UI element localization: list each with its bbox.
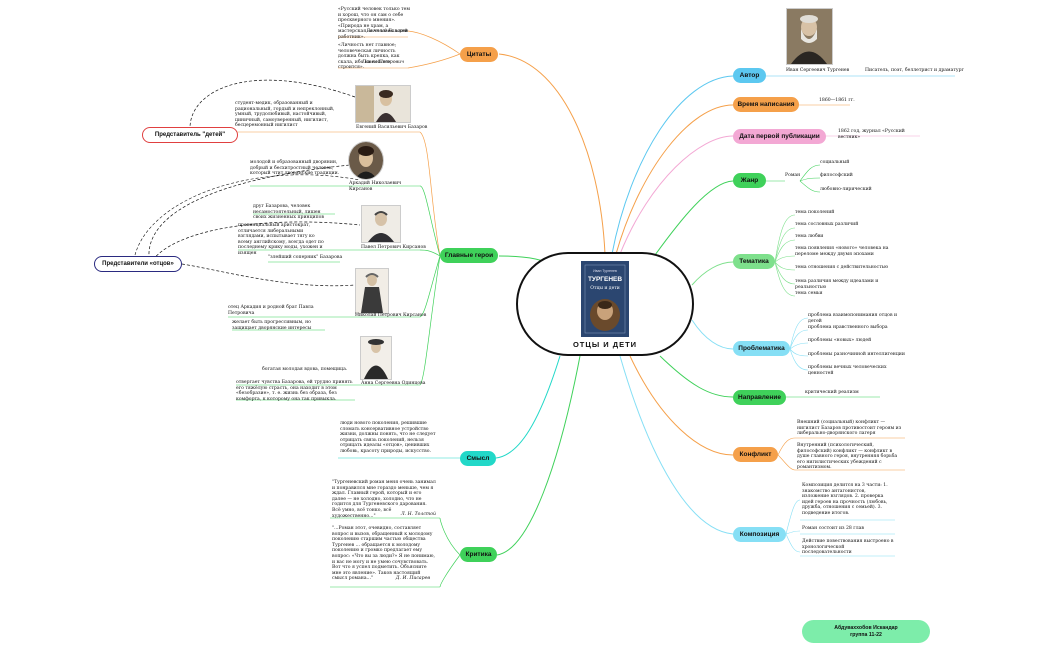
- branch-author[interactable]: Автор: [733, 68, 766, 83]
- conflict-item: Внешний (социальный) конфликт — нигилист…: [797, 420, 902, 437]
- branch-first-publication[interactable]: Дата первой публикации: [733, 129, 826, 144]
- critic-quote: "...Роман этот, очевидно, составляет воп…: [332, 526, 435, 582]
- author-description: Писатель, поэт, беллетрист и драматург: [865, 68, 964, 73]
- arkady-portrait-image: [348, 141, 384, 180]
- quote-text: «Личность нет главное; человеческая личн…: [338, 43, 400, 71]
- theme-item: тема семьи: [795, 291, 823, 296]
- branch-direction[interactable]: Направление: [733, 390, 786, 405]
- genre-item: любовно-лирический: [820, 187, 872, 192]
- composition-item: Действие повествования выстроено в хроно…: [802, 539, 894, 556]
- central-topic[interactable]: Иван Тургенев ТУРГЕНЕВ Отцы и дети ОТЦЫ …: [516, 252, 694, 356]
- theme-item: тема поколений: [795, 210, 835, 215]
- hero-note: "злейший соперник" Базарова: [268, 255, 343, 260]
- pavel-portrait-image: [361, 205, 401, 243]
- odintsova-portrait-image: [360, 336, 392, 380]
- branch-quotes[interactable]: Цитаты: [460, 47, 498, 62]
- hero-name: Анна Сергеевна Одинцова: [361, 381, 426, 386]
- problem-item: проблема нравственного выбора: [808, 325, 888, 330]
- book-surname-text: ТУРГЕНЕВ: [588, 276, 622, 283]
- genre-item: социальный: [820, 160, 850, 165]
- branch-genre[interactable]: Жанр: [733, 173, 766, 188]
- student-name: Абдуваххобов Искандар: [834, 624, 898, 631]
- hero-description: отец Аркадия и родной брат Павла Петрови…: [228, 305, 314, 316]
- hero-description: богатая молодая вдова, помещица.: [262, 367, 348, 372]
- branch-main-heroes[interactable]: Главные герои: [440, 248, 498, 263]
- book-cover-image: Иван Тургенев ТУРГЕНЕВ Отцы и дети: [581, 261, 629, 337]
- theme-item: тема различия между идеалами и реальност…: [795, 279, 879, 290]
- branch-problems[interactable]: Проблематика: [733, 341, 790, 356]
- representative-children[interactable]: Представитель "детей": [142, 127, 238, 143]
- composition-item: Композиция делится на 3 части: 1. знаком…: [802, 483, 888, 516]
- problem-item: проблемы вечных человеческих ценностей: [808, 365, 887, 376]
- branch-conflict[interactable]: Конфликт: [733, 447, 778, 462]
- problem-item: проблема взаимопонимания отцов и детей: [808, 313, 898, 324]
- direction-value: критический реализм: [805, 390, 859, 395]
- bazarov-portrait-image: [355, 85, 411, 123]
- problem-item: проблемы «новых» людей: [808, 338, 872, 343]
- student-name-badge: Абдуваххобов Искандар группа 11-22: [802, 620, 930, 643]
- critic-author: Д. И. Писарев: [395, 576, 430, 581]
- hero-description: молодой и образованный дворянин, добрый …: [250, 160, 340, 177]
- hero-name: Павел Петрович Кирсанов: [361, 245, 426, 250]
- genre-item: философский: [820, 173, 853, 178]
- quote-author: Евгений Базаров: [366, 29, 408, 34]
- representatives-fathers[interactable]: Представители «отцов»: [94, 256, 182, 272]
- book-title-text: Отцы и дети: [590, 285, 619, 291]
- hero-note: желает быть прогрессивным, но защищает д…: [232, 320, 312, 331]
- problem-item: проблемы разночинной интеллигенции: [808, 352, 905, 357]
- quote-author: Павел Петрович: [362, 60, 404, 65]
- theme-item: тема отношения с действительностью: [795, 265, 889, 270]
- hero-note: отвергает чувства Базарова, ей трудно пр…: [236, 380, 353, 402]
- central-title: ОТЦЫ И ДЕТИ: [572, 340, 638, 349]
- hero-note: друг Базарова, человек несамостоятельный…: [253, 204, 324, 221]
- student-group: группа 11-22: [850, 631, 882, 638]
- branch-time-written[interactable]: Время написания: [733, 97, 799, 112]
- branch-composition[interactable]: Композиция: [733, 527, 786, 542]
- book-author-text: Иван Тургенев: [593, 269, 617, 273]
- conflict-item: Внутренний (психологический, философский…: [797, 443, 898, 471]
- hero-name: Аркадий Николаевич Кирсанов: [349, 181, 402, 192]
- hero-name: Николай Петрович Кирсанов: [355, 313, 427, 318]
- time-written-value: 1860—1861 гг.: [819, 98, 855, 103]
- hero-name: Евгений Васильевич Базаров: [356, 125, 428, 130]
- publication-value: 1862 год, журнал «Русский вестник»: [838, 129, 905, 140]
- genre-main: Роман: [785, 173, 801, 178]
- critic-author: Л. Н. Толстой: [400, 512, 436, 517]
- branch-meaning[interactable]: Смысл: [460, 451, 496, 466]
- hero-description: провинциальный аристократ, отличается ли…: [238, 223, 324, 256]
- theme-item: тема появления «нового» человека на пере…: [795, 246, 889, 257]
- turgenev-portrait-image: [786, 8, 833, 65]
- hero-description: студент-медик, образованный и рациональн…: [235, 101, 335, 129]
- nikolai-portrait-image: [355, 268, 389, 314]
- theme-item: тема любви: [795, 234, 824, 239]
- critic-quote: "Тургеневский роман меня очень занимал и…: [332, 480, 436, 519]
- author-name: Иван Сергеевич Тургенев: [786, 68, 850, 73]
- quote-text: «Русский человек только тем и хорош, что…: [338, 7, 410, 40]
- branch-critics[interactable]: Критика: [460, 547, 497, 562]
- branch-themes[interactable]: Тематика: [733, 254, 775, 269]
- theme-item: тема сословных различий: [795, 222, 859, 227]
- meaning-text: люди нового поколения, решившие сломать …: [340, 421, 436, 454]
- composition-item: Роман состоит из 28 глав: [802, 526, 864, 531]
